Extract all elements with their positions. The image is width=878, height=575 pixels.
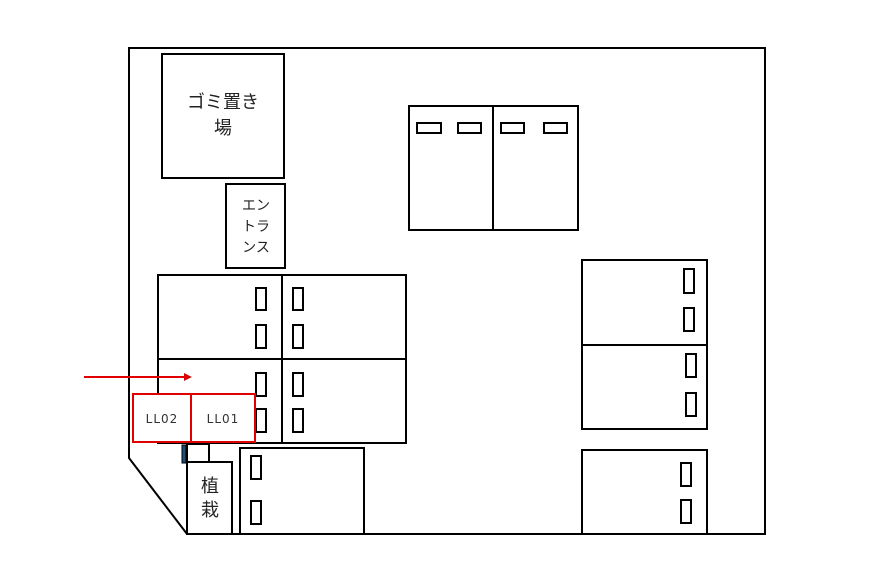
wheel-stop <box>683 307 695 332</box>
wheel-stop <box>683 268 695 294</box>
marker <box>181 444 187 464</box>
wheel-stop <box>255 324 267 349</box>
right-block <box>581 259 708 430</box>
arrow-icon <box>84 373 192 381</box>
entrance-label-1: エン <box>242 198 270 214</box>
garbage-area: ゴミ置き 場 <box>161 53 285 179</box>
wheel-stop <box>500 122 525 134</box>
entrance: エン トラ ンス <box>225 183 286 269</box>
planting-area: 植 栽 <box>186 461 233 535</box>
wheel-stop <box>255 408 267 433</box>
bottom-right-block <box>581 449 708 535</box>
spot-ll02-label: LL02 <box>146 412 179 426</box>
small-box <box>186 443 210 463</box>
spot-ll02[interactable]: LL02 <box>132 393 192 443</box>
garbage-label-2: 場 <box>214 118 232 139</box>
wheel-stop <box>255 372 267 397</box>
wheel-stop <box>255 287 267 311</box>
wheel-stop <box>680 499 692 524</box>
wheel-stop <box>292 287 304 311</box>
entrance-label-3: ンス <box>242 240 270 256</box>
wheel-stop <box>685 392 697 417</box>
wheel-stop <box>292 372 304 397</box>
spot-ll01[interactable]: LL01 <box>190 393 256 443</box>
top-right-block <box>408 105 579 231</box>
garbage-label-1: ゴミ置き <box>187 92 259 113</box>
wheel-stop <box>250 500 262 525</box>
wheel-stop <box>543 122 568 134</box>
wheel-stop <box>416 122 442 134</box>
bottom-middle-block <box>239 447 365 535</box>
wheel-stop <box>457 122 482 134</box>
planting-label-2: 栽 <box>201 500 219 521</box>
wheel-stop <box>292 408 304 433</box>
spot-ll01-label: LL01 <box>207 412 240 426</box>
wheel-stop <box>685 353 697 378</box>
entrance-label-2: トラ <box>242 219 270 235</box>
planting-label-1: 植 <box>201 476 219 497</box>
wheel-stop <box>292 324 304 349</box>
wheel-stop <box>680 462 692 487</box>
wheel-stop <box>250 455 262 480</box>
